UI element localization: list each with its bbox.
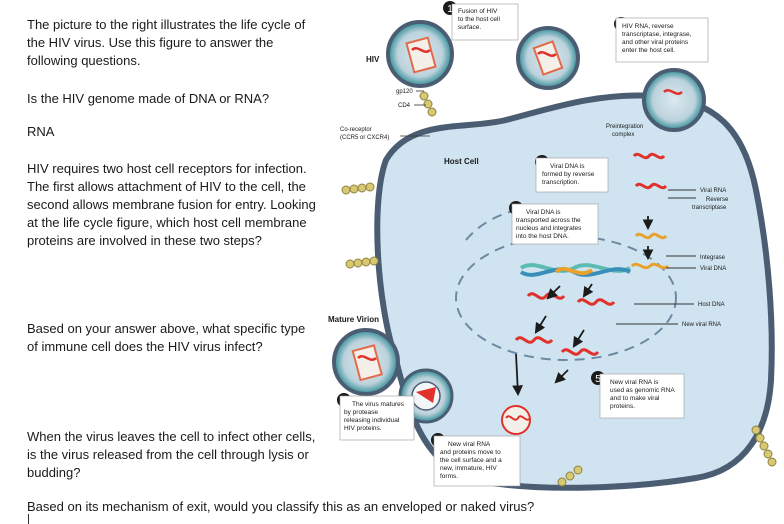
- step-6-line-4: new, immature, HIV: [440, 465, 497, 472]
- new-viral-rna-strands: [514, 292, 616, 356]
- step-6-box: [433, 435, 521, 487]
- step-4-line-4: into the host DNA.: [516, 233, 569, 240]
- assembling-virion: [501, 405, 531, 435]
- question-release: When the virus leaves the cell to infect…: [27, 429, 316, 480]
- label-viral-rna: Viral RNA: [700, 188, 726, 194]
- step-7-line-2: by protease: [344, 409, 378, 416]
- host-cell-membrane: [374, 92, 775, 491]
- label-host-cell: Host Cell: [444, 157, 479, 166]
- intro-text: The picture to the right illustrates the…: [27, 17, 306, 68]
- answer-genome: RNA: [27, 124, 55, 139]
- step-2-line-4: enter the host cell.: [622, 47, 675, 54]
- step-3-box: [535, 157, 609, 193]
- step-7-line-4: HIV proteins.: [344, 425, 382, 432]
- step-3-line-3: transcription.: [542, 179, 579, 186]
- label-host-dna: Host DNA: [698, 302, 725, 308]
- step-1-line-3: surface.: [458, 24, 481, 31]
- step-2-box: [615, 17, 709, 63]
- label-transcriptase: transcriptase: [692, 205, 727, 211]
- mature-virion: [332, 328, 400, 396]
- step-4-line-1: Viral DNA is: [526, 209, 561, 216]
- label-coreceptor-2: (CCR5 or CXCR4): [340, 135, 389, 141]
- question-genome: Is the HIV genome made of DNA or RNA?: [27, 91, 270, 106]
- cd4-receptors: [341, 91, 437, 269]
- label-cd4: CD4: [398, 103, 411, 109]
- hiv-lifecycle-figure: 1 2 3 4 5 6 7 Fusion of HIV to the host …: [328, 1, 777, 491]
- step-2-line-1: HIV RNA, reverse: [622, 23, 674, 30]
- hiv-virion-top: [386, 20, 454, 88]
- step-5-line-3: and to make viral: [610, 395, 660, 402]
- flow-arrows: [512, 216, 654, 397]
- step-4-line-2: transported across the: [516, 217, 581, 224]
- step-5-line-4: proteins.: [610, 403, 635, 410]
- step-6-line-1: New viral RNA: [448, 441, 491, 448]
- label-mature-virion: Mature Virion: [328, 315, 379, 324]
- question-envelope: Based on its mechanism of exit, would yo…: [27, 499, 535, 514]
- step-1-number: 1: [447, 4, 453, 15]
- secretion-chains: [557, 425, 777, 487]
- step-6-line-3: the cell surface and a: [440, 457, 502, 464]
- label-integrase: Integrase: [700, 255, 726, 261]
- step-5-number: 5: [595, 374, 601, 385]
- step-2-line-3: and other viral proteins: [622, 39, 689, 46]
- label-viral-dna: Viral DNA: [700, 266, 726, 272]
- step-3-line-2: formed by reverse: [542, 171, 595, 178]
- question-cell-type: Based on your answer above, what specifi…: [27, 321, 306, 354]
- label-hiv: HIV: [366, 55, 380, 64]
- question-receptors: HIV requires two host cell receptors for…: [27, 161, 316, 248]
- preintegration-complex: [630, 152, 670, 270]
- label-reverse: Reverse: [706, 197, 729, 203]
- label-new-viral-rna: New viral RNA: [682, 322, 721, 328]
- text-cursor: [28, 514, 29, 524]
- label-preintegration-2: complex: [612, 132, 634, 138]
- label-preintegration-1: Preintegration: [606, 124, 643, 130]
- step-7-box: [339, 395, 415, 441]
- step-4-line-3: nucleus and integrates: [516, 225, 582, 232]
- step-4-box: [511, 203, 599, 245]
- hiv-virion-entry: [642, 68, 706, 132]
- step-6-line-5: forms.: [440, 473, 458, 480]
- step-7-line-1: The virus matures: [352, 401, 405, 408]
- right-pointer-lines: [666, 189, 696, 269]
- step-3-line-1: Viral DNA is: [550, 163, 585, 170]
- step-1-line-2: to the host cell: [458, 16, 500, 23]
- step-1-box: [451, 3, 519, 41]
- step-6-line-2: and proteins move to: [440, 449, 501, 456]
- step-7-line-3: releasing individual: [344, 417, 400, 424]
- step-5-line-2: used as genomic RNA: [610, 387, 675, 394]
- step-5-line-1: New viral RNA is: [610, 379, 659, 386]
- hiv-virion-fusion: [516, 26, 580, 90]
- label-coreceptor-1: Co-receptor: [340, 127, 372, 133]
- label-gp120: gp120: [396, 89, 413, 95]
- step-1-line-1: Fusion of HIV: [458, 8, 498, 15]
- step-5-box: [599, 373, 685, 419]
- host-dna-helix: [519, 263, 631, 277]
- step-2-line-2: transcriptase, integrase,: [622, 31, 692, 38]
